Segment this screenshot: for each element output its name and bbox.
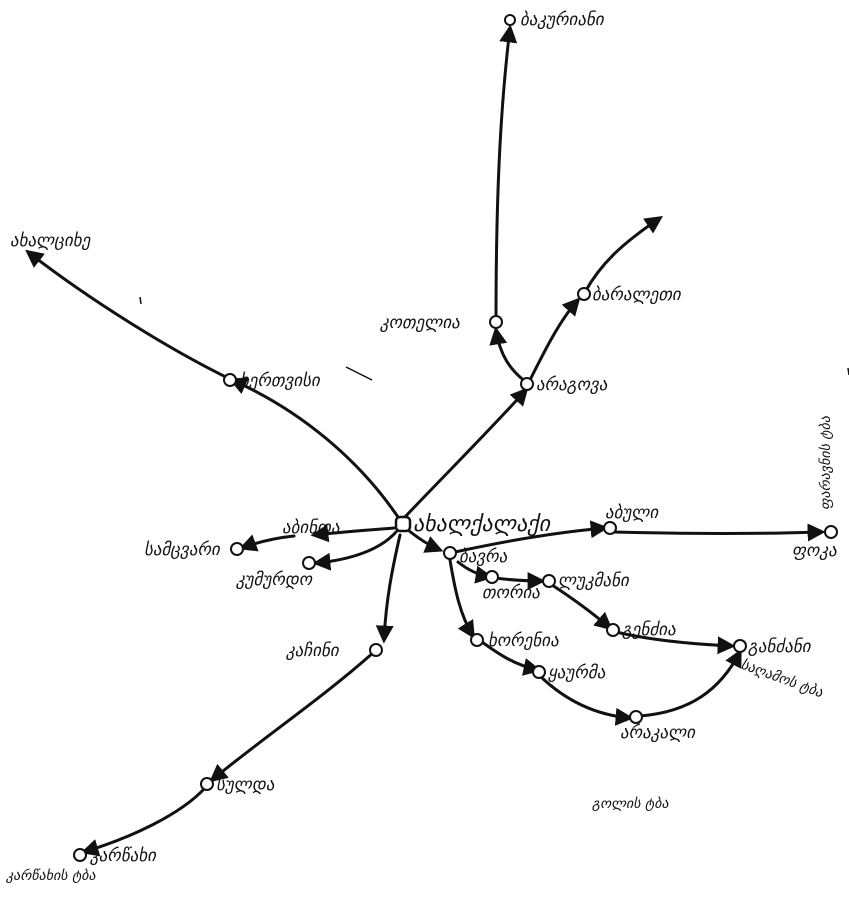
label-saghamo-lake: საღამოს ტბა	[739, 657, 826, 702]
label-khertvisi: ხერთვისი	[240, 371, 321, 391]
label-karcakhi: კარწახი	[89, 846, 157, 866]
edge-abinda-samtsvari	[238, 534, 296, 552]
edge-tori-lukmani	[494, 571, 546, 590]
label-kumurdo: კუმურდო	[235, 570, 314, 590]
node-abuli	[603, 521, 617, 535]
label-paravani-lake: ფარავნის ტბა	[817, 415, 834, 510]
edge-bavra-khorenia	[448, 558, 475, 640]
route-nodes	[73, 14, 838, 862]
edge-lukmani-gendzia	[550, 583, 613, 631]
node-gendzia	[606, 623, 620, 637]
node-baraleti	[577, 287, 591, 301]
stray-marks	[139, 296, 849, 381]
label-kachini: კაჩინი	[285, 641, 340, 661]
edge-aragva-kotelia	[489, 326, 528, 384]
route-edges	[25, 24, 826, 857]
node-lukmani	[542, 574, 556, 588]
edge-akhalkalaki-aragva	[402, 387, 529, 520]
label-baraleti: ბარალეთი	[592, 285, 682, 305]
node-akhalkalaki	[394, 515, 412, 533]
node-tori	[485, 570, 499, 584]
label-sulda: სულდა	[216, 775, 275, 795]
edge-kotelia-bakuriani	[494, 24, 518, 324]
label-abinda: აბინდა	[282, 518, 340, 538]
node-kachini	[369, 643, 383, 657]
edge-akhalkalaki-kachini	[375, 533, 402, 644]
node-karcakhi	[73, 848, 87, 862]
node-samtsvari	[230, 542, 244, 556]
node-aragva	[520, 377, 534, 391]
edge-khertvisi-akhaltsikhe	[25, 249, 234, 382]
edge-akhalkalaki-abinda	[310, 524, 396, 543]
label-gandzani: განძანი	[748, 637, 812, 657]
node-kaurma	[532, 665, 546, 679]
label-tori: თორია	[482, 583, 540, 603]
edge-kaurma-arakali	[538, 674, 634, 726]
route-labels: ახალქალაქი ბაკურიანი ახალციხე ხერთვისი კ…	[5, 10, 837, 884]
edge-akhalkalaki-khertvisi	[228, 377, 402, 522]
node-foka	[824, 525, 838, 539]
edge-khorenia-kaurma	[480, 640, 542, 676]
label-abuli: აბული	[605, 503, 659, 523]
label-lukmani: ლუკმანი	[558, 571, 630, 591]
label-kotelia: კოთელია	[379, 313, 460, 333]
edge-sulda-karcakhi	[80, 786, 207, 857]
label-akhaltsikhe: ახალციხე	[10, 231, 92, 251]
edge-akhalkalaki-bavra	[406, 528, 444, 553]
label-khorenia: ხორენია	[488, 631, 559, 651]
node-khertvisi	[223, 373, 237, 387]
node-bakuriani	[504, 14, 516, 26]
label-kaurma: ყაურმა	[547, 663, 606, 683]
node-sulda	[200, 777, 214, 791]
edge-aragva-baraleti	[528, 297, 581, 382]
edge-baraleti-north	[583, 215, 663, 294]
label-bavra: ბავრა	[459, 547, 508, 567]
label-samtsvari: სამცვარი	[144, 540, 221, 560]
node-kumurdo	[302, 556, 316, 570]
label-arakali: არაკალი	[620, 723, 696, 743]
node-arakali	[629, 710, 643, 724]
node-khorenia	[470, 633, 484, 647]
edge-abuli-foka	[610, 523, 826, 542]
node-gandzani	[733, 639, 747, 653]
label-aragva: არაგოვა	[536, 375, 608, 395]
label-karcakhi-lake: კარწახის ტბა	[5, 867, 96, 884]
label-gorlis-lake: გოლის ტბა	[592, 796, 669, 812]
edge-kachini-sulda	[209, 650, 376, 783]
label-akhalkalaki: ახალქალაქი	[413, 512, 552, 537]
edge-gendzia-gandzani	[614, 630, 736, 655]
edge-akhalkalaki-abuli	[453, 520, 609, 554]
label-gendzia: გენძია	[622, 620, 676, 640]
label-foka: ფოკა	[792, 541, 837, 561]
node-kotelia	[489, 315, 503, 329]
node-bavra	[443, 546, 457, 560]
label-bakuriani: ბაკურიანი	[520, 10, 605, 30]
edge-akhalkalaki-kumurdo	[312, 530, 398, 571]
edge-arakali-gandzani	[638, 648, 742, 718]
